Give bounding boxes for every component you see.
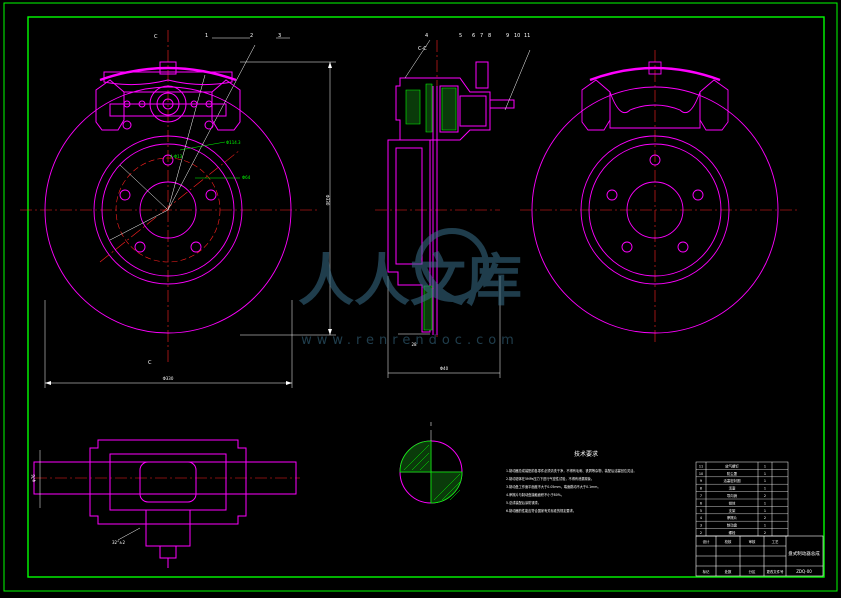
title-row-label: 标记 bbox=[703, 569, 710, 574]
title-col-label: 设计 bbox=[703, 539, 710, 544]
bom-cell-no: 11 bbox=[699, 464, 703, 468]
bom-cell-no: 7 bbox=[700, 494, 702, 498]
bom-cell-qty: 1 bbox=[764, 501, 766, 505]
balloon-4: 4 bbox=[425, 33, 428, 39]
bom-cell-name: 放气螺钉 bbox=[725, 463, 739, 468]
bom-cell-qty: 1 bbox=[764, 479, 766, 483]
section-label: C-C bbox=[418, 46, 427, 52]
watermark: 人人文库 www.renrendoc.com bbox=[298, 228, 522, 348]
title-row-label: 分区 bbox=[749, 569, 756, 574]
section-tag-bottom: C bbox=[148, 360, 152, 366]
drawing-frame bbox=[3, 2, 838, 592]
bom-cell-no: 8 bbox=[700, 487, 702, 491]
bom-cell-name: 螺栓 bbox=[729, 530, 736, 535]
balloon-11: 11 bbox=[524, 33, 530, 39]
balloon-10: 10 bbox=[514, 33, 520, 39]
bom-cell-name: 制动盘 bbox=[727, 523, 738, 528]
watermark-url: www.renrendoc.com bbox=[301, 333, 519, 348]
bom-cell-qty: 1 bbox=[764, 464, 766, 468]
bom-cell-qty: 2 bbox=[764, 494, 766, 498]
tech-req-1: 1.制动器总成装配前各零件必须清洗干净，不得有毛刺、铁屑等杂物，装配后活塞回位灵… bbox=[506, 468, 637, 473]
bom-table: 11 放气螺钉 1 10 防尘罩 1 9 活塞密封圈 1 8 活塞 1 7 导向销 2 6 钳体 1 5 支架 1 4 摩擦… bbox=[695, 461, 789, 537]
bom-cell-qty: 2 bbox=[764, 531, 766, 535]
section-tag-top: C bbox=[154, 34, 158, 40]
plan-angle-tag: 32°±2 bbox=[112, 540, 125, 545]
bom-cell-no: 4 bbox=[700, 516, 702, 520]
balloon-9: 9 bbox=[506, 33, 509, 39]
title-col-label: 工艺 bbox=[772, 539, 779, 544]
balloon-7: 7 bbox=[480, 33, 483, 39]
bom-cell-qty: 1 bbox=[764, 487, 766, 491]
tech-requirements: 技术要求 1.制动器总成装配前各零件必须清洗干净，不得有毛刺、铁屑等杂物，装配后… bbox=[506, 450, 637, 513]
title-part-name: 盘式制动器总成 bbox=[788, 550, 820, 557]
bom-cell-qty: 1 bbox=[764, 524, 766, 528]
bom-cell-no: 2 bbox=[700, 531, 702, 535]
bom-cell-qty: 1 bbox=[764, 472, 766, 476]
bom-cell-no: 9 bbox=[700, 479, 702, 483]
bom-cell-name: 钳体 bbox=[729, 500, 736, 505]
balloon-5: 5 bbox=[459, 33, 462, 39]
tech-req-3: 3.制动盘工作面平面度不大于0.05mm，端面跳动不大于0.1mm。 bbox=[506, 484, 601, 489]
bolt-circle-dim: Φ114.3 bbox=[226, 140, 241, 145]
bom-cell-no: 5 bbox=[700, 509, 702, 513]
detail-view: I bbox=[399, 422, 463, 504]
balloon-1: 1 bbox=[205, 33, 208, 39]
detail-label: I bbox=[430, 422, 431, 428]
bom-cell-no: 10 bbox=[699, 472, 703, 476]
hub-dia-dim: Φ64 bbox=[242, 175, 251, 180]
section-width-dim: Φ40 bbox=[440, 366, 449, 371]
bom-cell-no: 6 bbox=[700, 501, 702, 505]
bom-cell-name: 导向销 bbox=[727, 493, 738, 498]
tech-req-4: 4.摩擦片与制动盘接触面积不小于80%。 bbox=[506, 492, 564, 497]
front-view: Φ330 Φ330 Φ114.3 Φ64 4-Φ13 C C 1 2 3 bbox=[20, 30, 336, 388]
section-view: C-C Φ40 28 4 5 6 7 8 9 10 11 bbox=[375, 33, 530, 378]
front-width-dim: Φ330 bbox=[163, 376, 174, 381]
hole-dia-dim: 4-Φ13 bbox=[170, 154, 183, 159]
balloon-2: 2 bbox=[250, 33, 253, 39]
bom-cell-name: 摩擦片 bbox=[727, 515, 738, 520]
bom-cell-name: 支架 bbox=[729, 508, 736, 513]
bom-cell-name: 活塞密封圈 bbox=[724, 478, 742, 483]
tech-req-title: 技术要求 bbox=[574, 450, 598, 458]
rear-view bbox=[520, 50, 800, 345]
bom-cell-qty: 2 bbox=[764, 516, 766, 520]
balloon-3: 3 bbox=[278, 33, 281, 39]
plan-view: φ76 32°±2 bbox=[31, 439, 300, 568]
tech-req-2: 2.制动钳体在5MPa压力下进行气密性试验，不得有泄漏现象。 bbox=[506, 476, 594, 481]
bom-cell-no: 3 bbox=[700, 524, 702, 528]
plan-height-dim: φ76 bbox=[31, 474, 36, 482]
balloon-6: 6 bbox=[472, 33, 475, 39]
title-col-label: 校核 bbox=[725, 539, 732, 544]
bom-cell-name: 活塞 bbox=[729, 486, 736, 491]
title-row-label: 更改文件号 bbox=[767, 569, 785, 574]
title-drawing-no: ZDQ-00 bbox=[796, 569, 812, 574]
watermark-text: 人人文库 bbox=[298, 248, 522, 314]
section-thk-dim: 28 bbox=[411, 342, 417, 347]
bom-cell-name: 防尘罩 bbox=[727, 471, 738, 476]
title-col-label: 审核 bbox=[749, 539, 756, 544]
tech-req-5: 5.总成装配后涂防锈漆。 bbox=[506, 500, 541, 505]
bom-cell-qty: 1 bbox=[764, 509, 766, 513]
balloon-8: 8 bbox=[488, 33, 491, 39]
title-row-label: 处数 bbox=[725, 569, 732, 574]
front-height-dim: Φ330 bbox=[325, 195, 330, 206]
tech-req-6: 6.制动器的性能应符合国家有关标准的规定要求。 bbox=[506, 508, 576, 513]
